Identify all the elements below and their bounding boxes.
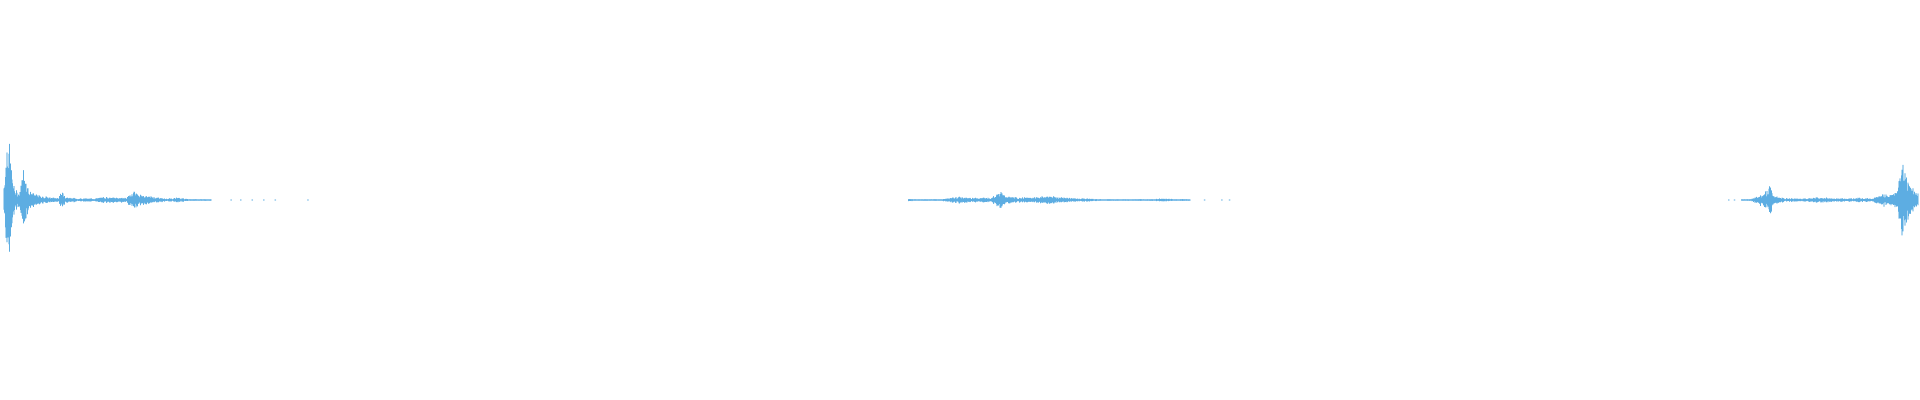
waveform-burst-middle <box>908 192 1191 208</box>
waveform-burst-start <box>3 143 212 252</box>
waveform-signal <box>3 143 1919 252</box>
waveform-burst-end <box>1741 164 1919 236</box>
